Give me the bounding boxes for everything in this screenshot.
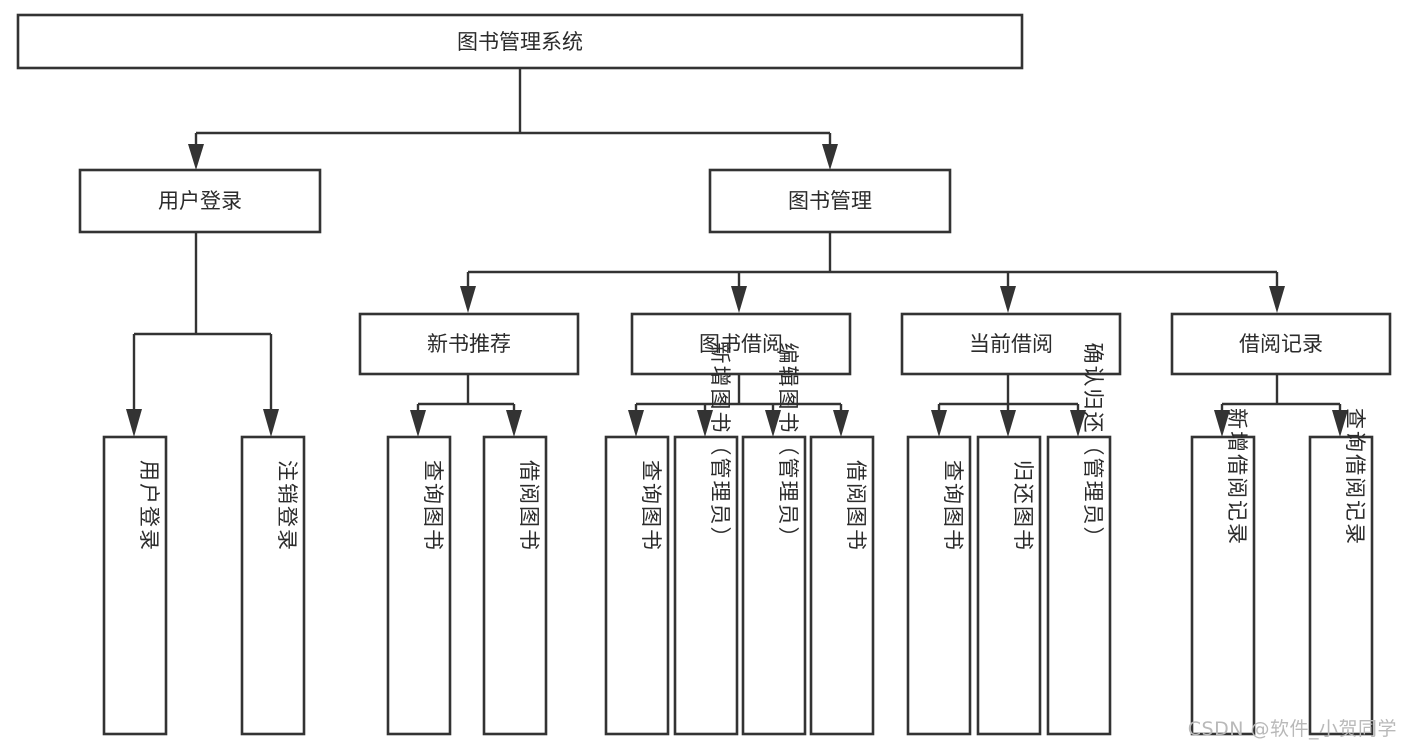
arrow-icon-book-manage-3 — [1000, 286, 1016, 313]
node-leaf-current-borrow-1-box[interactable] — [906, 435, 972, 736]
node-leaf-book-borrow-2-box[interactable] — [673, 435, 739, 736]
node-leaf-new-book-2-label: 借阅图书 — [517, 460, 541, 552]
arrow-icon-current-borrow-2 — [1000, 410, 1016, 437]
node-leaf-borrow-record-2-box[interactable] — [1308, 435, 1374, 736]
node-user-login[interactable]: 用户登录 — [78, 168, 322, 234]
arrow-icon-book-borrow-2 — [697, 410, 713, 437]
node-leaf-borrow-record-2[interactable]: 查询借阅记录 — [1308, 408, 1374, 736]
node-leaf-book-borrow-3[interactable]: 编辑图书（管理员） — [741, 343, 807, 736]
node-new-book-recommend-box[interactable] — [358, 312, 580, 376]
node-book-borrow[interactable]: 图书借阅 — [630, 312, 852, 376]
node-leaf-user-login-1[interactable]: 用户登录 — [102, 435, 168, 736]
node-book-manage[interactable]: 图书管理 — [708, 168, 952, 234]
node-leaf-new-book-1[interactable]: 查询图书 — [386, 435, 452, 736]
arrow-icon-book-borrow-3 — [765, 410, 781, 437]
node-user-login-label: 用户登录 — [158, 189, 242, 213]
node-borrow-record-label: 借阅记录 — [1239, 332, 1323, 356]
node-leaf-borrow-record-1-box[interactable] — [1190, 435, 1256, 736]
edges-layer — [126, 68, 1348, 437]
arrow-icon-book-borrow-4 — [833, 410, 849, 437]
node-leaf-book-borrow-4-label: 借阅图书 — [844, 460, 868, 552]
node-root[interactable]: 图书管理系统 — [16, 13, 1024, 70]
arrow-icon-borrow-record-2 — [1332, 410, 1348, 437]
arrow-icon-new-book-2 — [506, 410, 522, 437]
node-leaf-book-borrow-1-box[interactable] — [604, 435, 670, 736]
node-leaf-current-borrow-2-label: 归还图书 — [1011, 460, 1035, 552]
node-leaf-book-borrow-1[interactable]: 查询图书 — [604, 435, 670, 736]
node-leaf-current-borrow-3-label: 确认归还（管理员） — [1081, 343, 1105, 550]
arrow-icon-user-login-1 — [126, 409, 142, 437]
node-leaf-book-borrow-3-box[interactable] — [741, 435, 807, 736]
node-leaf-current-borrow-2[interactable]: 归还图书 — [976, 435, 1042, 736]
arrow-icon-borrow-record-1 — [1214, 410, 1230, 437]
node-book-manage-label: 图书管理 — [788, 189, 872, 213]
node-borrow-record-box[interactable] — [1170, 312, 1392, 376]
arrow-icon-current-borrow-3 — [1070, 410, 1086, 437]
node-leaf-user-login-1-box[interactable] — [102, 435, 168, 736]
arrow-icon-current-borrow-1 — [931, 410, 947, 437]
node-leaf-current-borrow-3-box[interactable] — [1046, 435, 1112, 736]
node-leaf-current-borrow-1[interactable]: 查询图书 — [906, 435, 972, 736]
node-leaf-current-borrow-1-label: 查询图书 — [941, 460, 965, 552]
node-borrow-record[interactable]: 借阅记录 — [1170, 312, 1392, 376]
node-leaf-borrow-record-1-label: 新增借阅记录 — [1225, 408, 1249, 546]
arrow-icon-book-manage-4 — [1269, 286, 1285, 313]
node-leaf-new-book-1-label: 查询图书 — [421, 460, 445, 552]
arrow-icon-root-to-user-login — [188, 144, 204, 170]
node-leaf-book-borrow-2-label: 新增图书（管理员） — [708, 343, 732, 550]
node-leaf-user-login-2[interactable]: 注销登录 — [240, 435, 306, 736]
node-leaf-book-borrow-4[interactable]: 借阅图书 — [809, 435, 875, 736]
node-leaf-new-book-2[interactable]: 借阅图书 — [482, 435, 548, 736]
node-new-book-recommend-label: 新书推荐 — [427, 332, 511, 356]
arrow-icon-new-book-1 — [410, 410, 426, 437]
node-new-book-recommend[interactable]: 新书推荐 — [358, 312, 580, 376]
node-leaf-borrow-record-1[interactable]: 新增借阅记录 — [1190, 408, 1256, 736]
node-leaf-user-login-1-label: 用户登录 — [137, 460, 161, 552]
node-leaf-borrow-record-2-label: 查询借阅记录 — [1343, 408, 1367, 546]
arrow-icon-user-login-2 — [263, 409, 279, 437]
node-current-borrow-box[interactable] — [900, 312, 1122, 376]
node-leaf-user-login-2-box[interactable] — [240, 435, 306, 736]
node-root-box[interactable] — [16, 13, 1024, 70]
arrow-icon-book-borrow-1 — [628, 410, 644, 437]
node-leaf-book-borrow-3-label: 编辑图书（管理员） — [776, 343, 800, 550]
arrow-icon-root-to-book-manage — [822, 144, 838, 170]
node-leaf-new-book-2-box[interactable] — [482, 435, 548, 736]
node-current-borrow[interactable]: 当前借阅 — [900, 312, 1122, 376]
node-leaf-current-borrow-2-box[interactable] — [976, 435, 1042, 736]
node-leaf-new-book-1-box[interactable] — [386, 435, 452, 736]
node-leaf-book-borrow-4-box[interactable] — [809, 435, 875, 736]
node-user-login-box[interactable] — [78, 168, 322, 234]
node-current-borrow-label: 当前借阅 — [969, 332, 1053, 356]
node-book-borrow-box[interactable] — [630, 312, 852, 376]
node-book-manage-box[interactable] — [708, 168, 952, 234]
node-book-borrow-label: 图书借阅 — [699, 332, 783, 356]
node-leaf-user-login-2-label: 注销登录 — [275, 460, 299, 552]
arrow-icon-book-manage-2 — [731, 286, 747, 313]
node-leaf-current-borrow-3[interactable]: 确认归还（管理员） — [1046, 343, 1112, 736]
arrow-icon-book-manage-1 — [460, 286, 476, 313]
node-leaf-book-borrow-2[interactable]: 新增图书（管理员） — [673, 343, 739, 736]
node-root-label: 图书管理系统 — [457, 30, 583, 54]
node-leaf-book-borrow-1-label: 查询图书 — [639, 460, 663, 552]
